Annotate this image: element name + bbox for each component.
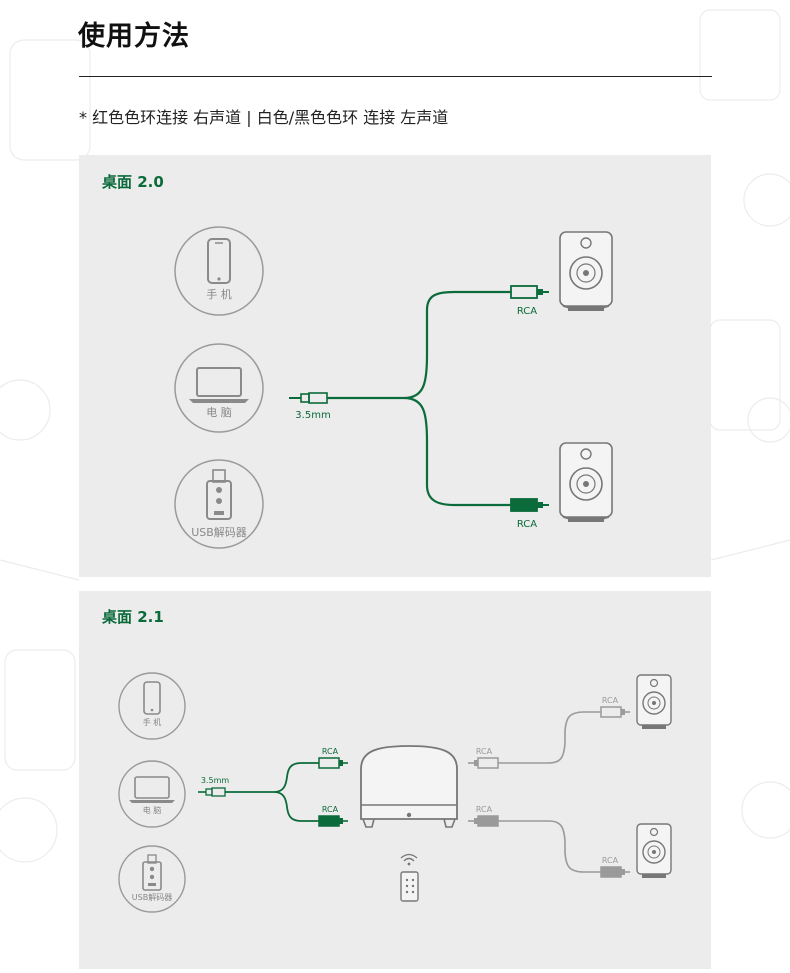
- source-phone: 手 机: [174, 226, 264, 316]
- rca-plug-out-top: RCA: [468, 747, 499, 769]
- desktop-20-label: 桌面 2.0: [102, 173, 164, 191]
- phone-icon: [207, 238, 231, 284]
- source-label: 手 机: [143, 717, 162, 727]
- rca-plug-sub-bottom: RCA: [318, 805, 348, 827]
- rca-plug-speaker-top: RCA: [600, 696, 630, 718]
- rca-label: RCA: [476, 747, 493, 756]
- laptop-icon: [129, 776, 175, 803]
- source-phone: 手 机: [118, 672, 186, 740]
- source-label: 电 脑: [206, 406, 232, 419]
- channel-note: * 红色色环连接 右声道 | 白色/黑色色环 连接 左声道: [79, 108, 449, 127]
- rca-label: RCA: [602, 856, 619, 865]
- usb-decoder-icon: [206, 469, 232, 520]
- speaker-bottom-icon: [559, 442, 613, 522]
- remote-control-icon: [400, 853, 419, 902]
- cable-to-speakers: [498, 711, 601, 873]
- source-label: 手 机: [206, 287, 232, 301]
- phone-icon: [143, 681, 161, 715]
- rca-plug-bottom: RCA: [510, 498, 549, 530]
- source-label: USB解码器: [132, 892, 172, 902]
- rca-label: RCA: [322, 747, 339, 756]
- subwoofer-icon: [360, 745, 458, 828]
- speaker-top-icon: [636, 674, 672, 729]
- desktop-21-panel: 桌面 2.1 手 机 电 脑: [79, 591, 711, 969]
- source-usb-decoder: USB解码器: [174, 459, 264, 549]
- source-label: 电 脑: [143, 805, 162, 815]
- jack-label: 3.5mm: [201, 776, 230, 785]
- rca-label: RCA: [322, 805, 339, 814]
- rca-plug-out-bottom: RCA: [468, 805, 499, 827]
- desktop-21-label: 桌面 2.1: [102, 608, 164, 626]
- rca-label: RCA: [517, 306, 537, 317]
- jack-label: 3.5mm: [295, 410, 330, 421]
- rca-plug-sub-top: RCA: [318, 747, 348, 769]
- rca-label: RCA: [476, 805, 493, 814]
- cable-split: [225, 762, 319, 822]
- source-label: USB解码器: [191, 525, 247, 539]
- source-laptop: 电 脑: [174, 343, 264, 433]
- jack-35mm: 3.5mm: [289, 392, 331, 421]
- rca-label: RCA: [602, 696, 619, 705]
- speaker-top-icon: [559, 231, 613, 311]
- title-divider: [79, 76, 712, 77]
- rca-plug-top: RCA: [510, 285, 549, 317]
- laptop-icon: [189, 367, 249, 403]
- page-title: 使用方法: [78, 21, 190, 52]
- desktop-20-diagram: 手 机 电 脑 USB解码器 3.5: [174, 226, 613, 549]
- rca-label: RCA: [517, 519, 537, 530]
- source-usb-decoder: USB解码器: [118, 845, 186, 913]
- cable-split: [327, 290, 511, 507]
- jack-35mm: 3.5mm: [198, 776, 230, 797]
- desktop-20-panel: 桌面 2.0 手 机 电 脑: [79, 155, 711, 577]
- rca-plug-speaker-bottom: RCA: [600, 856, 630, 878]
- usb-decoder-icon: [142, 854, 162, 891]
- speaker-bottom-icon: [636, 823, 672, 878]
- source-laptop: 电 脑: [118, 760, 186, 828]
- desktop-21-diagram: 手 机 电 脑 USB解码器 3.5mm: [118, 672, 672, 913]
